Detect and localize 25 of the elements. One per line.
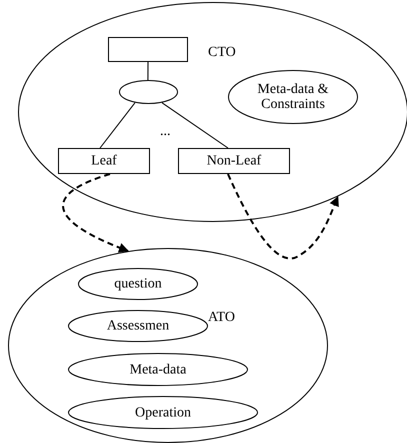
object-ellipse xyxy=(68,310,208,342)
arrow xyxy=(62,173,129,252)
node-label: CTO xyxy=(208,45,236,60)
container-ellipse xyxy=(8,248,328,443)
connector-line xyxy=(147,62,148,80)
leaf-box xyxy=(178,148,290,174)
object-ellipse xyxy=(68,396,258,429)
node-label: ATO xyxy=(208,310,235,325)
arrow xyxy=(227,174,339,260)
node-label: Meta-data & Constraints xyxy=(256,82,330,112)
node-label: Operation xyxy=(134,405,192,420)
empty-ellipse xyxy=(119,80,178,104)
node-label: question xyxy=(113,276,163,292)
node-label: Non-Leaf xyxy=(206,154,262,168)
empty-box xyxy=(108,37,188,62)
node-label: Meta-data xyxy=(128,362,188,377)
object-ellipse xyxy=(68,353,248,386)
object-ellipse xyxy=(78,268,198,300)
connector-line xyxy=(162,102,228,148)
leaf-box xyxy=(58,148,150,174)
object-ellipse xyxy=(228,70,358,124)
ellipsis-mark: ... xyxy=(160,124,170,140)
node-label: Leaf xyxy=(90,154,118,168)
node-label: Assessmen xyxy=(106,318,170,334)
connector-line xyxy=(100,102,136,148)
